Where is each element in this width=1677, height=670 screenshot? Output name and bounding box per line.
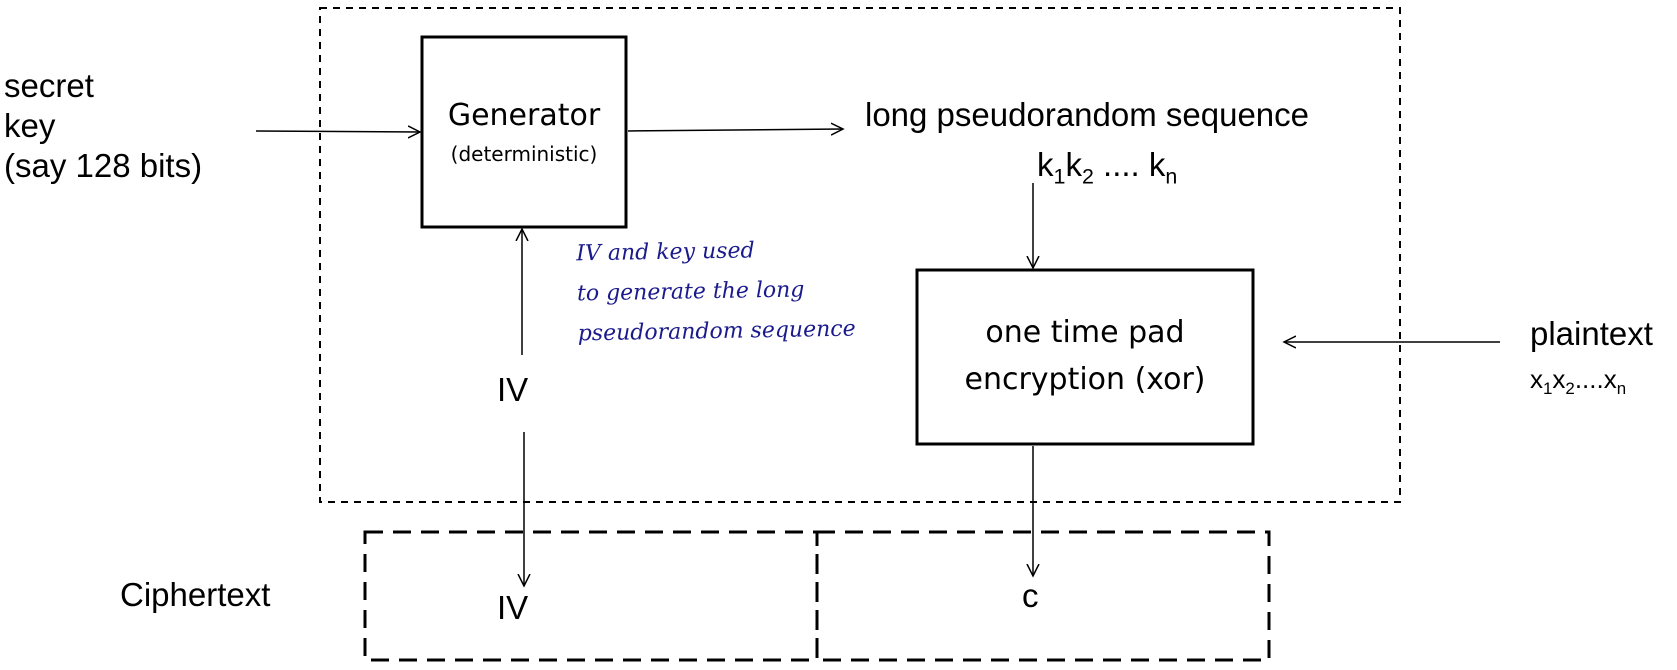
k2-sub: 2	[1081, 164, 1094, 189]
sequence-keystream: k1k2 .... kn	[1037, 145, 1177, 197]
note-line-1: IV and key used	[576, 238, 755, 267]
secret-key-label: secret key (say 128 bits)	[4, 66, 202, 186]
generator-box	[420, 35, 628, 229]
secret-key-line-3: (say 128 bits)	[4, 147, 203, 184]
x2: x	[1552, 364, 1566, 394]
k1: k	[1037, 146, 1054, 183]
x2-sub: 2	[1565, 379, 1575, 399]
system-boundary	[319, 7, 1401, 503]
x1-sub: 1	[1543, 379, 1553, 399]
kn-sub: n	[1165, 164, 1178, 189]
k1-sub: 1	[1053, 164, 1066, 189]
k2: k	[1065, 146, 1082, 183]
xn-sub: n	[1616, 379, 1627, 399]
secret-key-line-2: key	[4, 107, 56, 144]
generator-output-arrow	[627, 129, 843, 131]
ciphertext-c: c	[1022, 577, 1039, 614]
otp-line-1: one time pad	[985, 315, 1185, 350]
plaintext-dots: ....	[1574, 364, 1604, 394]
handwritten-note: IV and key used to generate the long pse…	[576, 230, 856, 355]
x1: x	[1530, 364, 1543, 394]
secret-key-line-1: secret	[4, 67, 94, 104]
sequence-dots: ....	[1093, 146, 1149, 183]
note-line-2: to generate the long	[576, 277, 805, 307]
plaintext-sequence: x1x2....xn	[1530, 362, 1626, 406]
generator-subtitle: (deterministic)	[450, 142, 598, 166]
ciphertext-c-box	[815, 530, 1271, 662]
ciphertext-iv: IV	[497, 589, 529, 626]
note-line-3: pseudorandom sequence	[577, 316, 856, 347]
ciphertext-iv-box	[363, 530, 819, 662]
iv-label: IV	[497, 371, 529, 408]
sequence-title: long pseudorandom sequence	[865, 96, 1310, 133]
ciphertext-label: Ciphertext	[120, 576, 271, 613]
xn: x	[1603, 364, 1617, 394]
kn: k	[1148, 146, 1166, 183]
generator-title: Generator	[447, 98, 601, 133]
otp-box	[915, 268, 1255, 446]
key-arrow	[255, 131, 420, 132]
plaintext-label: plaintext	[1530, 315, 1653, 352]
otp-line-2: encryption (xor)	[964, 362, 1206, 397]
